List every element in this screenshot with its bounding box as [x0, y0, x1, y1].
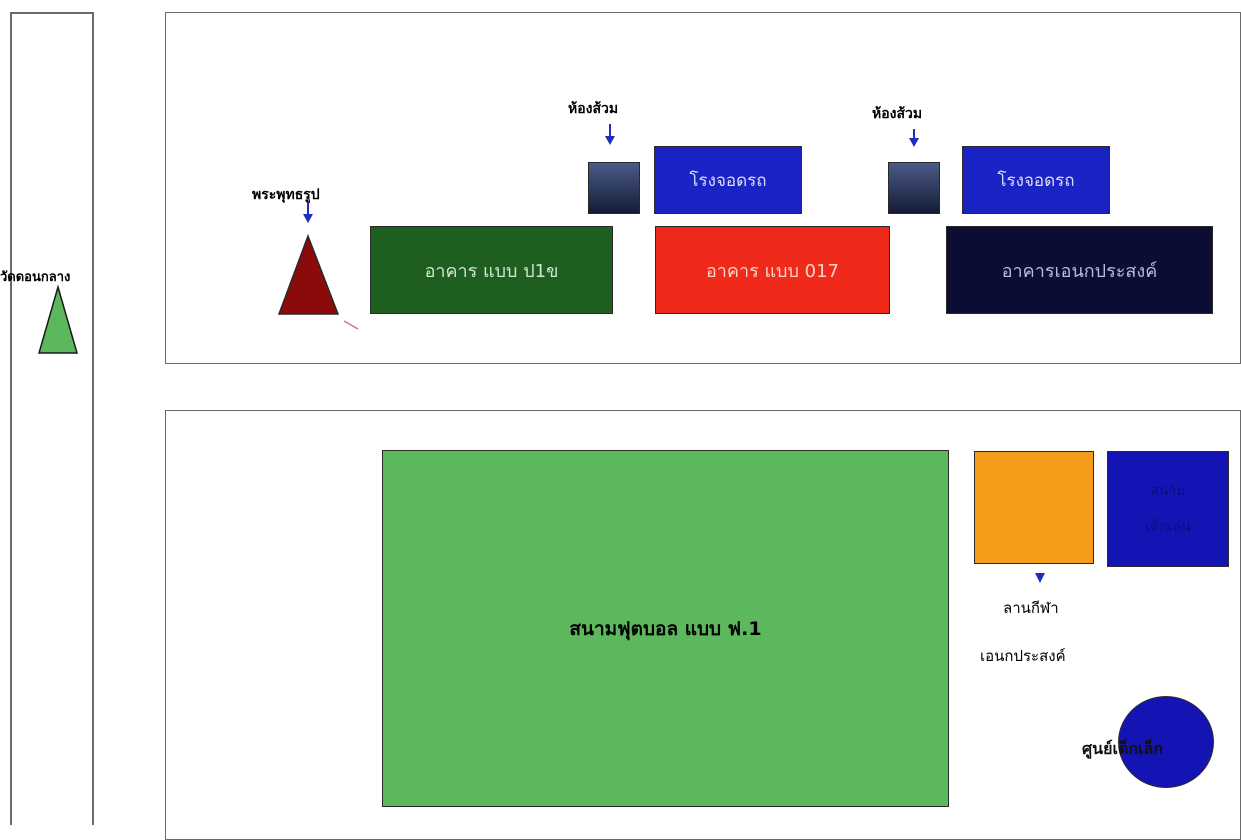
- building-017: อาคาร แบบ 017: [655, 226, 890, 314]
- court-arrow-icon: [1035, 573, 1045, 583]
- buddha-statue-icon: [277, 234, 340, 315]
- toilet-block-1: [588, 162, 640, 214]
- building-multipurpose: อาคารเอนกประสงค์: [946, 226, 1213, 314]
- toilet-arrow-icon-2: [909, 138, 919, 147]
- football-field: สนามฟุตบอล แบบ ฟ.1: [382, 450, 949, 807]
- blue-block-label-line2: เด็กเล่น: [1145, 519, 1191, 535]
- child-center-label: ศูนย์เด็กเล็ก: [1082, 739, 1163, 758]
- temple-label: วัดดอนกลาง: [0, 270, 71, 285]
- toilet-arrow-icon-1: [605, 136, 615, 145]
- blue-block: สนาม เด็กเล่น: [1107, 451, 1229, 567]
- garage-label-2: โรงจอดรถ: [997, 170, 1075, 191]
- toilet-arrow-stem-2: [913, 129, 915, 139]
- red-mark: [343, 320, 359, 330]
- building-017-label: อาคาร แบบ 017: [706, 260, 839, 282]
- garage-label-1: โรงจอดรถ: [689, 170, 767, 191]
- toilet-arrow-stem-1: [609, 124, 611, 137]
- road-top-edge: [10, 12, 93, 14]
- road-right-edge: [92, 12, 94, 825]
- statue-arrow-stem: [307, 202, 309, 216]
- blue-block-label-line1: สนาม: [1150, 483, 1186, 499]
- child-center-circle: [1118, 696, 1214, 788]
- garage-2: โรงจอดรถ: [962, 146, 1110, 214]
- statue-arrow-icon: [303, 214, 313, 223]
- toilet-label-1: ห้องส้วม: [568, 101, 619, 117]
- building-p1kh-label: อาคาร แบบ ป1ข: [424, 260, 559, 282]
- toilet-label-2: ห้องส้วม: [872, 106, 923, 122]
- road-left-edge: [10, 12, 12, 825]
- buddha-statue-label: พระพุทธรูป: [252, 187, 320, 203]
- court-label-line2: เอนกประสงค์: [980, 647, 1066, 665]
- building-p1kh: อาคาร แบบ ป1ข: [370, 226, 613, 314]
- football-field-label: สนามฟุตบอล แบบ ฟ.1: [569, 617, 762, 640]
- toilet-block-2: [888, 162, 940, 214]
- garage-1: โรงจอดรถ: [654, 146, 802, 214]
- court-label-line1: ลานกีฬา: [1003, 599, 1059, 617]
- multipurpose-court: [974, 451, 1094, 564]
- temple-tree-icon: [38, 284, 78, 354]
- building-multipurpose-label: อาคารเอนกประสงค์: [1001, 260, 1158, 282]
